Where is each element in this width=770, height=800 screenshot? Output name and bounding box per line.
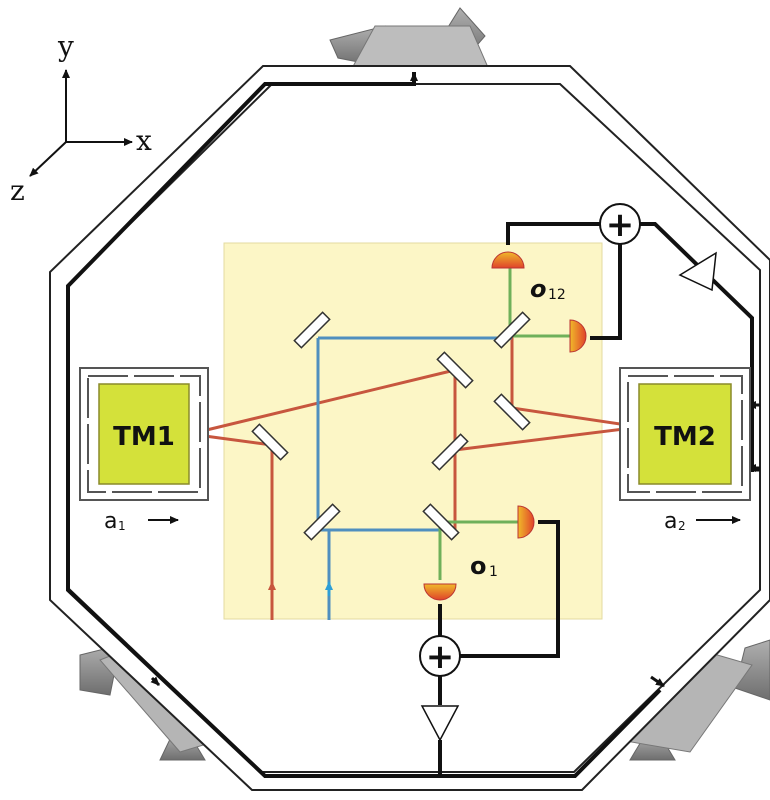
o12-label: o xyxy=(530,275,547,303)
tm1-label: TM1 xyxy=(113,422,175,452)
photodiode-o12-top xyxy=(491,251,525,269)
loop-arrow-right xyxy=(650,675,665,688)
mirror xyxy=(493,393,531,431)
loop-arrow-left xyxy=(150,676,161,687)
o12-sub: 12 xyxy=(548,287,566,303)
mirror xyxy=(431,433,469,471)
o1-sub: 1 xyxy=(489,564,498,580)
test-mass-tm2: TM2 xyxy=(619,367,751,501)
mirror xyxy=(436,351,474,389)
mirror xyxy=(303,503,341,541)
amplifier-right xyxy=(678,251,717,292)
control-loops xyxy=(66,72,754,778)
sum-junction-top: + xyxy=(599,203,641,245)
mirror xyxy=(293,311,331,349)
optical-bench xyxy=(223,242,603,620)
bottom-right-thruster xyxy=(619,639,770,761)
z-axis-arrow xyxy=(29,141,67,177)
output-o1: o 1 xyxy=(470,552,498,580)
accel-a1-label: a xyxy=(104,509,117,534)
sum-symbol-bottom: + xyxy=(426,637,455,677)
photodiode-o1-bottom xyxy=(423,583,457,601)
tm2-label: TM2 xyxy=(654,422,716,452)
photodiode-o1-right xyxy=(517,505,535,539)
mirrors xyxy=(251,311,531,541)
top-thruster xyxy=(329,7,491,73)
output-o12: o 12 xyxy=(530,275,566,303)
o1-label: o xyxy=(470,552,487,580)
beam-splitter xyxy=(422,503,460,541)
coordinate-axes: y x z xyxy=(10,30,152,207)
test-mass-tm1: TM1 xyxy=(79,367,209,501)
z-axis-label: z xyxy=(10,174,25,207)
beam-splitter xyxy=(493,311,531,349)
sum-symbol-top: + xyxy=(606,205,635,245)
accel-a1-sub: 1 xyxy=(118,519,126,533)
x-axis-label: x xyxy=(136,124,152,157)
accel-a1: a 1 xyxy=(104,509,179,534)
sum-junction-bottom: + xyxy=(419,635,461,677)
amplifier-bottom xyxy=(420,705,460,742)
green-beam xyxy=(438,268,570,580)
accel-a2: a 2 xyxy=(664,509,741,534)
y-axis-label: y xyxy=(57,30,74,63)
photodiode-o12-right xyxy=(569,319,587,353)
beam-splitter xyxy=(251,423,289,461)
accel-a2-label: a xyxy=(664,509,677,534)
accel-a2-sub: 2 xyxy=(678,519,686,533)
